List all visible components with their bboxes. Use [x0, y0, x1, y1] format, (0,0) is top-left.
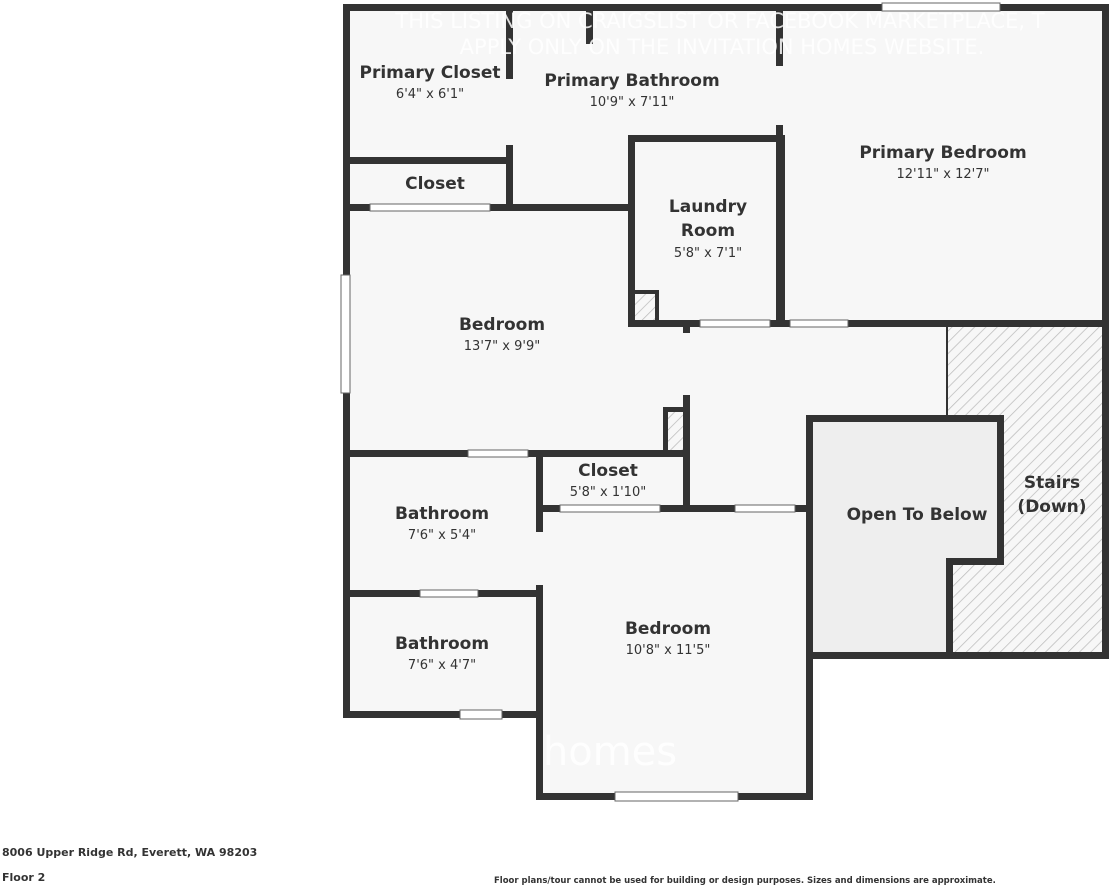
room-open-to-below: Open To Below: [847, 505, 988, 525]
svg-text:Laundry: Laundry: [669, 197, 747, 217]
svg-text:Primary Bedroom: Primary Bedroom: [859, 143, 1026, 163]
room-bedroom-1: Bedroom 13'7" x 9'9": [459, 315, 545, 354]
address: 8006 Upper Ridge Rd, Everett, WA 98203: [2, 846, 258, 859]
svg-text:5'8" x 7'1": 5'8" x 7'1": [674, 246, 742, 261]
disclaimer: Floor plans/tour cannot be used for buil…: [494, 876, 996, 886]
room-closet-2: Closet 5'8" x 1'10": [570, 461, 646, 500]
svg-text:Primary Closet: Primary Closet: [360, 63, 501, 83]
svg-text:10'8" x 11'5": 10'8" x 11'5": [626, 643, 711, 658]
room-bedroom-2: Bedroom 10'8" x 11'5": [625, 619, 711, 658]
room-closet: Closet: [405, 174, 465, 194]
room-bathroom-1: Bathroom 7'6" x 5'4": [395, 504, 489, 543]
svg-text:12'11" x 12'7": 12'11" x 12'7": [897, 167, 990, 182]
window: [459, 709, 503, 720]
svg-text:Bathroom: Bathroom: [395, 504, 489, 524]
svg-text:5'8" x 1'10": 5'8" x 1'10": [570, 485, 646, 500]
watermark-line-2: APPLY ONLY ON THE INVITATION HOMES WEBSI…: [460, 35, 985, 59]
room-laundry: Laundry Room 5'8" x 7'1": [669, 197, 747, 261]
room-floors: [346, 8, 1106, 797]
svg-text:13'7" x 9'9": 13'7" x 9'9": [464, 339, 540, 354]
room-primary-closet: Primary Closet 6'4" x 6'1": [360, 63, 501, 102]
svg-text:Bedroom: Bedroom: [459, 315, 545, 335]
floor-label: Floor 2: [2, 871, 46, 884]
watermark-logo: homes: [543, 729, 677, 775]
room-primary-bedroom: Primary Bedroom 12'11" x 12'7": [859, 143, 1026, 182]
open-to-below-area: [812, 422, 998, 652]
window: [881, 2, 1001, 12]
svg-text:Stairs: Stairs: [1024, 473, 1080, 493]
svg-text:Primary Bathroom: Primary Bathroom: [544, 71, 719, 91]
svg-text:6'4" x 6'1": 6'4" x 6'1": [396, 87, 464, 102]
room-stairs: Stairs (Down): [1017, 473, 1086, 517]
svg-text:7'6" x 4'7": 7'6" x 4'7": [408, 658, 476, 673]
svg-text:Closet: Closet: [405, 174, 465, 194]
svg-text:7'6" x 5'4": 7'6" x 5'4": [408, 528, 476, 543]
svg-text:Bedroom: Bedroom: [625, 619, 711, 639]
window: [340, 274, 351, 394]
svg-text:Closet: Closet: [578, 461, 638, 481]
svg-text:(Down): (Down): [1017, 497, 1086, 517]
svg-text:Room: Room: [681, 221, 735, 241]
svg-text:Bathroom: Bathroom: [395, 634, 489, 654]
chase: [666, 410, 687, 450]
openings: [340, 2, 1001, 802]
svg-text:Open To Below: Open To Below: [847, 505, 988, 525]
chase: [635, 292, 658, 322]
svg-text:10'9" x 7'11": 10'9" x 7'11": [590, 95, 675, 110]
watermark-line-1: THIS LISTING ON CRAIGSLIST OR FACEBOOK M…: [394, 9, 1044, 33]
room-bathroom-2: Bathroom 7'6" x 4'7": [395, 634, 489, 673]
room-primary-bathroom: Primary Bathroom 10'9" x 7'11": [544, 71, 719, 110]
window: [614, 791, 739, 802]
